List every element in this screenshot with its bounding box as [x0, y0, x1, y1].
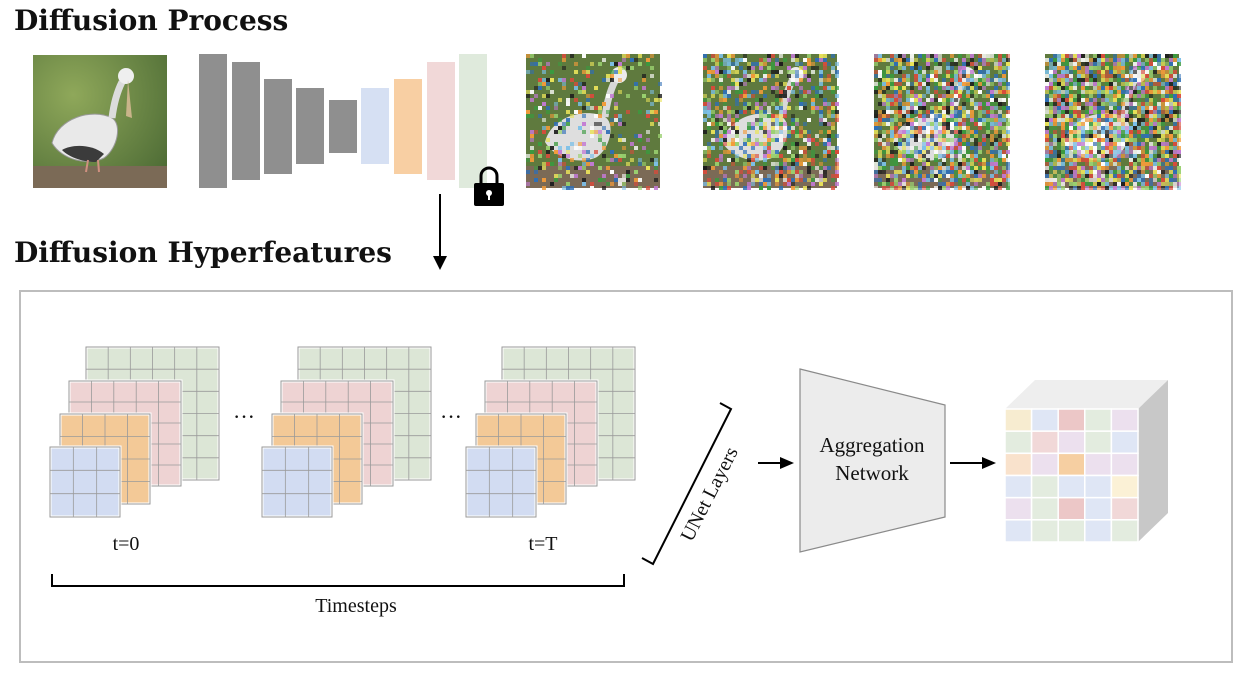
cube-cell [1004, 452, 1033, 477]
cube-cell [1057, 496, 1086, 521]
cube-cell [1084, 519, 1113, 543]
cube-cell [1004, 496, 1033, 521]
cube-side-face [1138, 380, 1168, 542]
cube-cell [1057, 452, 1086, 477]
cube-cell [1084, 452, 1113, 477]
noisy-image [526, 54, 662, 190]
input-image-pelican [33, 55, 167, 188]
unet-block [361, 88, 389, 164]
unet-block [329, 100, 357, 153]
timesteps-bracket [51, 574, 625, 587]
feature-grid-blue [48, 445, 122, 519]
cube-cell [1004, 430, 1033, 455]
noisy-image [703, 54, 839, 190]
noisy-image-sequence [526, 54, 1181, 190]
arrow-to-aggregator [758, 457, 794, 469]
timesteps-label: Timesteps [315, 595, 397, 617]
aggregation-label-line2: Network [835, 461, 909, 485]
cube-cell [1084, 430, 1113, 455]
cube-cell [1057, 408, 1086, 432]
output-feature-cube [1004, 380, 1168, 543]
unet-layers-label: UNet Layers [677, 443, 743, 545]
unet-block [296, 88, 324, 164]
aggregation-network: Aggregation Network [799, 368, 946, 553]
cube-cell [1057, 474, 1086, 499]
noisy-image [1045, 54, 1181, 190]
cube-cell [1030, 408, 1059, 432]
unet-layers-bracket [641, 402, 733, 566]
diffusion-hyperfeatures-heading: Diffusion Hyperfeatures [14, 236, 392, 269]
cube-cell [1057, 430, 1086, 455]
cube-cell [1030, 474, 1059, 499]
cube-cell [1004, 408, 1033, 432]
noisy-image [874, 54, 1010, 190]
feature-map-stacks [48, 345, 637, 519]
unet-encoder-decoder [199, 54, 487, 188]
cube-cell [1030, 519, 1059, 543]
cube-cell [1110, 430, 1139, 455]
cube-cell [1084, 474, 1113, 499]
t-start-label: t=0 [113, 533, 140, 555]
unet-block [427, 62, 455, 180]
cube-cell [1110, 452, 1139, 477]
cube-cell [1057, 519, 1086, 543]
cube-cell [1110, 496, 1139, 521]
unet-block [459, 54, 487, 188]
arrow-to-output [950, 457, 996, 469]
cube-top-face [1005, 380, 1168, 409]
cube-cell [1030, 430, 1059, 455]
cube-cell [1004, 519, 1033, 543]
hyperfeatures-frame [19, 290, 1233, 663]
diffusion-process-heading: Diffusion Process [14, 4, 289, 37]
cube-cell [1084, 496, 1113, 521]
unet-block [232, 62, 260, 180]
feature-grid-blue [464, 445, 538, 519]
cube-cell [1030, 496, 1059, 521]
feature-grid-blue [260, 445, 334, 519]
unet-block [199, 54, 227, 188]
ellipsis: ··· [440, 404, 462, 429]
unet-block [394, 79, 422, 174]
unet-block [264, 79, 292, 174]
lock-icon [474, 166, 504, 206]
aggregation-label-line1: Aggregation [820, 433, 925, 457]
cube-cell [1110, 519, 1139, 543]
cube-cell [1084, 408, 1113, 432]
cube-cell [1004, 474, 1033, 499]
cube-cell [1030, 452, 1059, 477]
cube-cell [1110, 474, 1139, 499]
down-arrow [433, 194, 447, 270]
t-end-label: t=T [528, 533, 557, 555]
ellipsis: ··· [233, 404, 255, 429]
cube-cell [1110, 408, 1139, 432]
